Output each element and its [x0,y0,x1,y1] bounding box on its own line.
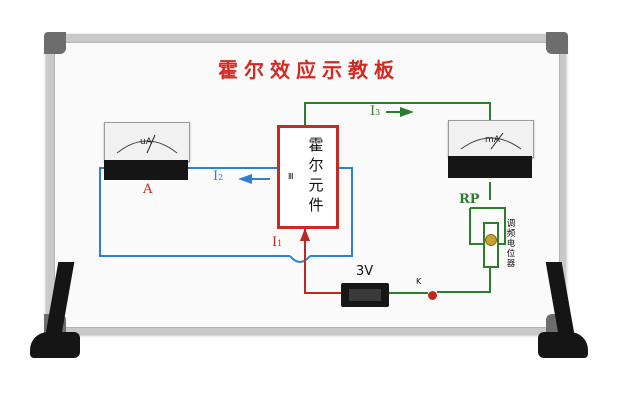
i2-sub: 2 [218,173,224,182]
frame-corner-top-left [44,32,66,54]
right-ammeter-unit: mA [485,135,500,145]
current-arrows [238,107,414,241]
i2-arrow-icon [238,174,252,184]
battery-cell [349,289,381,301]
rheostat-knob [485,234,497,246]
i3-label: I3 [370,104,380,119]
i1-arrow-icon [300,228,310,241]
hall-element-box [277,125,339,229]
rheostat-label: 调频电位器 [506,219,516,269]
right-ammeter-scale-icon [460,132,522,150]
hall-element-mark: Ⅲ [288,172,294,181]
red-circuit-wire [304,223,341,294]
blue-circuit-wire [99,167,353,263]
i3-sub: 3 [375,108,381,117]
left-stand-foot [30,332,80,358]
i2-main: I [213,169,219,184]
i1-main: I [272,235,278,250]
frame-corner-top-right [546,32,568,54]
left-ammeter-base [104,160,188,180]
i1-label: I1 [272,235,282,250]
right-ammeter-panel: mA [448,120,534,158]
left-ammeter-panel: uA [104,122,190,162]
i3-main: I [370,104,376,119]
i2-label: I2 [213,169,223,184]
left-ammeter-scale-icon [116,134,178,154]
right-stand-foot [538,332,588,358]
left-ammeter-unit: uA [140,137,152,147]
rheostat-symbol: RP [459,192,480,207]
hall-element-label: 霍尔元件 [308,136,324,214]
switch-button [428,291,437,300]
i1-sub: 1 [277,239,283,248]
i3-arrow-icon [400,107,414,117]
right-ammeter-base [448,156,532,178]
battery-label: 3V [356,264,374,279]
left-ammeter-mark: A [143,182,153,197]
board-title: 霍尔效应示教板 [218,58,400,82]
switch-label: K [416,277,422,286]
